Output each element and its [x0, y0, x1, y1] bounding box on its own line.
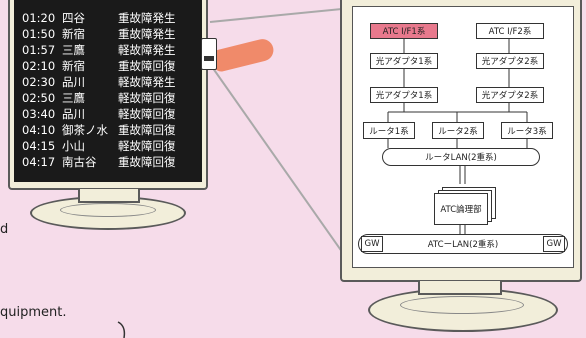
router-lan-node: ルータLAN(2重系) — [382, 148, 540, 166]
footnote-line-2: quipment. — [0, 305, 67, 320]
adapter-node: 光アダプタ1系 — [370, 87, 438, 103]
left-monitor-neck — [78, 189, 140, 203]
right-monitor-base-ring — [400, 296, 524, 314]
atc-lan-node: ATCーLAN(2重系) — [358, 234, 568, 254]
footnote-line-1: d — [0, 222, 9, 237]
atc-logic-node: ATC論理部 — [434, 193, 488, 225]
card-icon — [201, 38, 217, 70]
right-monitor-neck — [418, 281, 502, 295]
router2-node: ルータ2系 — [432, 122, 484, 139]
adapter-node: 光アダプタ2系 — [476, 53, 544, 69]
finger-icon — [212, 60, 234, 69]
atc-if2-node: ATC I/F2系 — [476, 23, 544, 39]
router1-node: ルータ1系 — [363, 122, 415, 139]
left-monitor-base-ring — [60, 203, 156, 217]
adapter-node: 光アダプタ1系 — [370, 53, 438, 69]
gateway-right-node: GW — [543, 236, 565, 252]
atc-if1-node: ATC I/F1系 — [370, 23, 438, 39]
router3-node: ルータ3系 — [501, 122, 553, 139]
gateway-left-node: GW — [361, 236, 383, 252]
adapter-node: 光アダプタ2系 — [476, 87, 544, 103]
card-stripe — [204, 56, 214, 61]
